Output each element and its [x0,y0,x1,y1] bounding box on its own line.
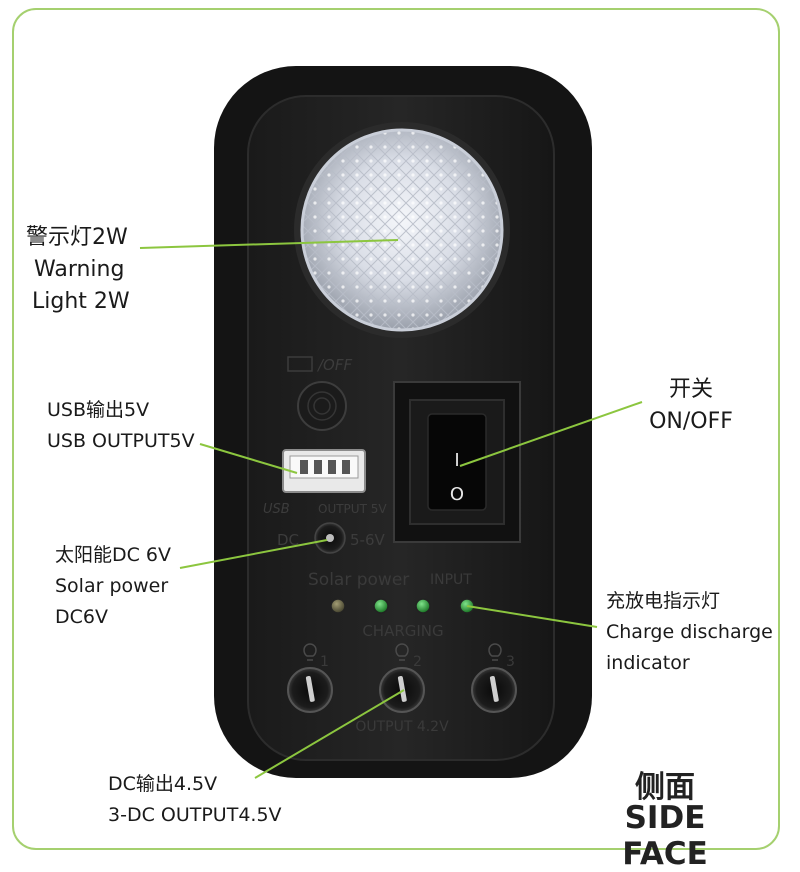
device-print-output: OUTPUT 4.2V [355,719,449,735]
port-number-3: 3 [506,654,515,670]
device-print-dc: DC [277,531,299,549]
image-frame [12,8,780,850]
callout-dc-output [254,689,405,779]
label-dc-output-en: 3-DC OUTPUT4.5V [108,804,282,826]
device-print-solar: Solar power [308,570,409,590]
power-button-icon [297,381,347,431]
device-print-usb: USB [263,502,290,517]
label-warning-light-en2: Light 2W [32,289,130,314]
label-switch: 开关 ON/OFF [636,374,746,438]
led-3 [415,598,431,614]
port-number-1: 1 [320,654,329,670]
label-solar-input-en1: Solar power [55,575,169,597]
label-indicator-zh: 充放电指示灯 [606,590,721,612]
label-indicator: 充放电指示灯 Charge discharge indicator [606,586,773,679]
callout-solar [179,539,328,569]
solar-input-jack [314,522,346,554]
label-indicator-en1: Charge discharge [606,621,773,643]
callout-switch [459,401,643,467]
led-2 [373,598,389,614]
title-en: SIDE FACE [622,800,708,872]
label-dc-output-zh: DC输出4.5V [108,773,218,795]
label-usb-output: USB输出5V USB OUTPUT5V [47,395,195,457]
label-switch-zh: 开关 [668,377,713,402]
bulb-icon-3 [488,643,502,661]
switch-off-mark: O [450,484,464,505]
title-zh: 侧面 [635,770,695,805]
callout-indicator [466,605,598,628]
label-usb-output-zh: USB输出5V [47,399,150,421]
label-dc-output: DC输出4.5V 3-DC OUTPUT4.5V [108,769,282,831]
device-print-off: /OFF [316,356,352,374]
off-icon [287,356,313,372]
port-number-2: 2 [413,654,422,670]
label-warning-light: 警示灯2W Warning Light 2W [26,222,130,318]
label-warning-light-en1: Warning [34,257,125,282]
label-warning-light-zh: 警示灯2W [26,225,128,250]
warning-light-lens [294,122,510,338]
dc-output-jack-1 [287,667,333,713]
label-switch-en: ON/OFF [649,409,733,434]
label-solar-input-zh: 太阳能DC 6V [55,544,172,566]
callout-warning-light [139,239,399,249]
dc-output-jack-2 [379,667,425,713]
device-print-input: INPUT [430,572,472,588]
dc-output-jack-3 [471,667,517,713]
label-solar-input-en2: DC6V [55,606,108,628]
callout-lines [139,239,643,779]
bulb-icon-2 [395,643,409,661]
callout-usb [199,443,298,474]
led-1 [330,598,346,614]
device-print-charging: CHARGING [362,622,443,640]
label-indicator-en2: indicator [606,652,690,674]
usb-port [282,449,366,493]
bulb-icon-1 [303,643,317,661]
device-print-usb-output: OUTPUT 5V [318,502,387,516]
device-print-dc-range: 5-6V [350,531,385,549]
switch-on-mark: I [454,450,459,471]
rocker-switch [393,381,521,543]
label-usb-output-en: USB OUTPUT5V [47,430,195,452]
label-solar-input: 太阳能DC 6V Solar power DC6V [55,540,171,633]
